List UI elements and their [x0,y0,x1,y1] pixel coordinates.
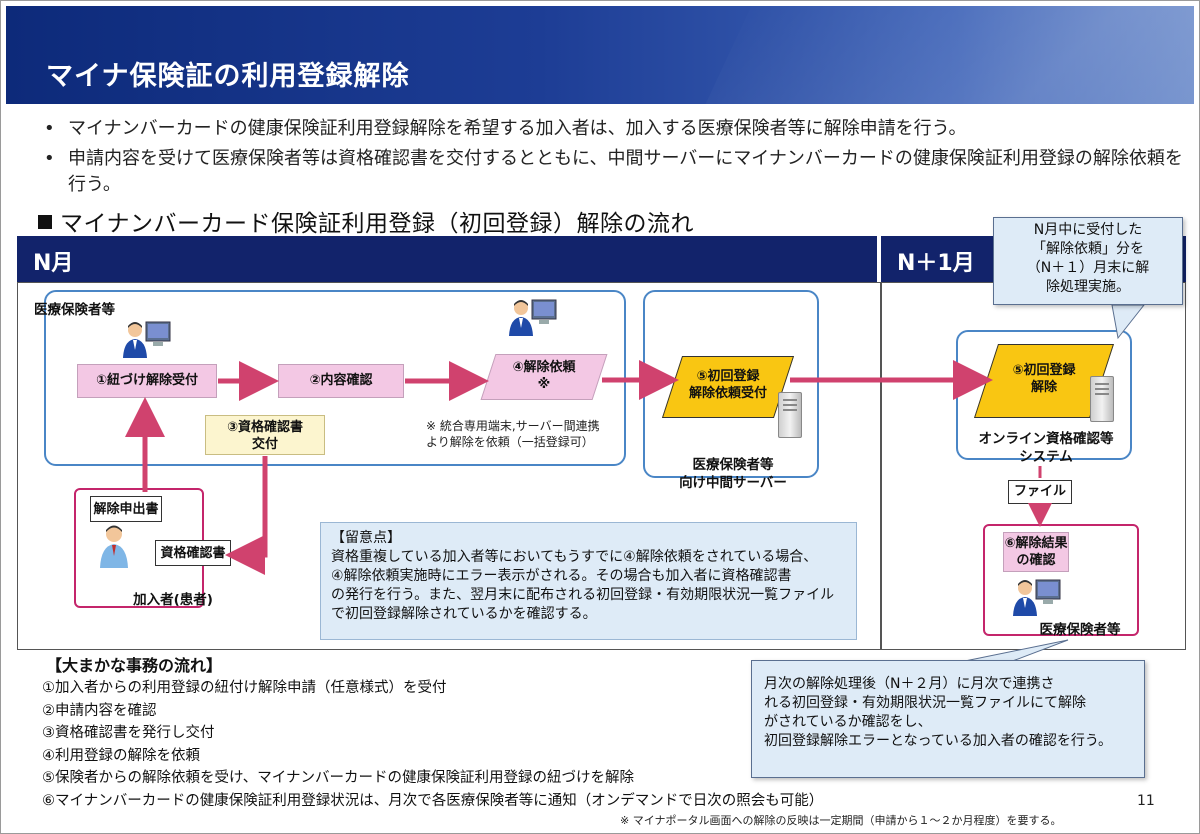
step-6-box: ⑥解除結果 の確認 [1003,532,1069,572]
bullet-item: 申請内容を受けて医療保険者等は資格確認書を交付するとともに、中間サーバーにマイナ… [44,146,1184,198]
callout-n1-processing: N月中に受付した 「解除依頼」分を （N＋１）月末に解 除処理実施。 [993,217,1183,305]
step-1-label: ①紐づけ解除受付 [95,373,198,388]
step-5-online-box: ⑤初回登録 解除 [973,344,1115,418]
certificate-doc: 資格確認書 [155,540,231,566]
flow-item: ③資格確認書を発行し交付 [42,725,215,741]
title-bar: マイナ保険証の利用登録解除 [6,6,1194,104]
step-2-label: ②内容確認 [309,373,373,388]
step-2-box: ②内容確認 [278,364,404,398]
notes-heading: 【留意点】 [331,530,401,546]
file-box: ファイル [1008,480,1072,504]
member-label: 加入者(患者) [133,592,213,608]
flow-item: ④利用登録の解除を依頼 [42,747,200,764]
square-bullet-icon [38,215,52,229]
result-group [983,524,1139,636]
flow-list: ①加入者からの利用登録の紐付け解除申請（任意様式）を受付 ②申請内容を確認 ③資… [42,677,823,812]
insurer-label: 医療保険者等 [34,302,115,318]
step-3-box: ③資格確認書 交付 [205,415,325,455]
online-system-label: オンライン資格確認等 システム [978,431,1114,465]
mid-server-label: 医療保険者等 向け中間サーバー [679,457,787,491]
insurer-label-2: 医療保険者等 [1039,622,1121,638]
application-form-label: 解除申出書 [93,502,159,517]
summary-bullets: マイナンバーカードの健康保険証利用登録解除を希望する加入者は、加入する医療保険者… [44,116,1184,202]
bullet-item: マイナンバーカードの健康保険証利用登録解除を希望する加入者は、加入する医療保険者… [44,116,1184,142]
flow-item: ⑥マイナンバーカードの健康保険証利用登録状況は、月次で各医療保険者等に通知（オン… [42,792,824,809]
application-form-doc: 解除申出書 [90,496,162,522]
step-5-mid-label: ⑤初回登録 解除依頼受付 [688,369,767,401]
server-icon [1090,376,1114,422]
title-decoration [662,6,1194,104]
notes-line: ④解除依頼実施時にエラー表示がされる。その場合も加入者に資格確認書 [331,568,792,584]
footnote: ※ マイナポータル画面への解除の反映は一定期間（申請から１～２か月程度）を要する… [620,814,1062,827]
step-6-label: ⑥解除結果 の確認 [1004,536,1068,568]
flow-item: ⑤保険者からの解除依頼を受け、マイナンバーカードの健康保険証利用登録の紐づけを解… [42,770,634,786]
step-5-mid-box: ⑤初回登録 解除依頼受付 [661,356,795,418]
panel-n-month [17,282,881,650]
notes-line: の発行を行う。また、翌月末に配布される初回登録・有効期限状況一覧ファイル [331,587,835,603]
callout-n1-text: N月中に受付した 「解除依頼」分を （N＋１）月末に解 除処理実施。 [1026,222,1150,295]
callout-monthly-text: 月次の解除処理後（N＋２月）に月次で連携さ れる初回登録・有効期限状況一覧ファイ… [764,676,1113,749]
certificate-label: 資格確認書 [160,546,226,561]
page-number: 11 [1137,793,1155,809]
step-4-note: ※ 統合専用端末,サーバー間連携 より解除を依頼（一括登録可） [426,419,600,449]
server-icon [778,392,802,438]
section-heading: マイナンバーカード保険証利用登録（初回登録）解除の流れ [38,204,694,238]
section-heading-text: マイナンバーカード保険証利用登録（初回登録）解除の流れ [60,211,695,237]
member-person-icon [100,525,128,568]
notes-box: 【留意点】 資格重複している加入者等においてもうすでに④解除依頼をされている場合… [320,522,857,640]
column-header-n: N月 [17,236,877,282]
step-5-online-label: ⑤初回登録 解除 [1012,363,1076,395]
staff-computer-icon [509,299,557,336]
flow-heading: 【大まかな事務の流れ】 [46,656,223,675]
notes-line: 資格重複している加入者等においてもうすでに④解除依頼をされている場合、 [331,549,818,565]
flow-item: ①加入者からの利用登録の紐付け解除申請（任意様式）を受付 [42,680,447,696]
page-title: マイナ保険証の利用登録解除 [46,61,410,92]
step-4-box: ④解除依頼 ※ [480,354,608,400]
step-1-box: ①紐づけ解除受付 [77,364,217,398]
callout-monthly-check: 月次の解除処理後（N＋２月）に月次で連携さ れる初回登録・有効期限状況一覧ファイ… [751,660,1145,778]
file-label: ファイル [1013,484,1066,499]
notes-line: で初回登録解除されているかを確認する。 [331,606,597,622]
step-3-label: ③資格確認書 交付 [226,420,303,452]
flow-item: ②申請内容を確認 [42,702,157,719]
step-4-label: ④解除依頼 ※ [512,360,576,392]
staff-computer-icon [123,321,171,358]
staff-computer-icon [1013,579,1061,616]
